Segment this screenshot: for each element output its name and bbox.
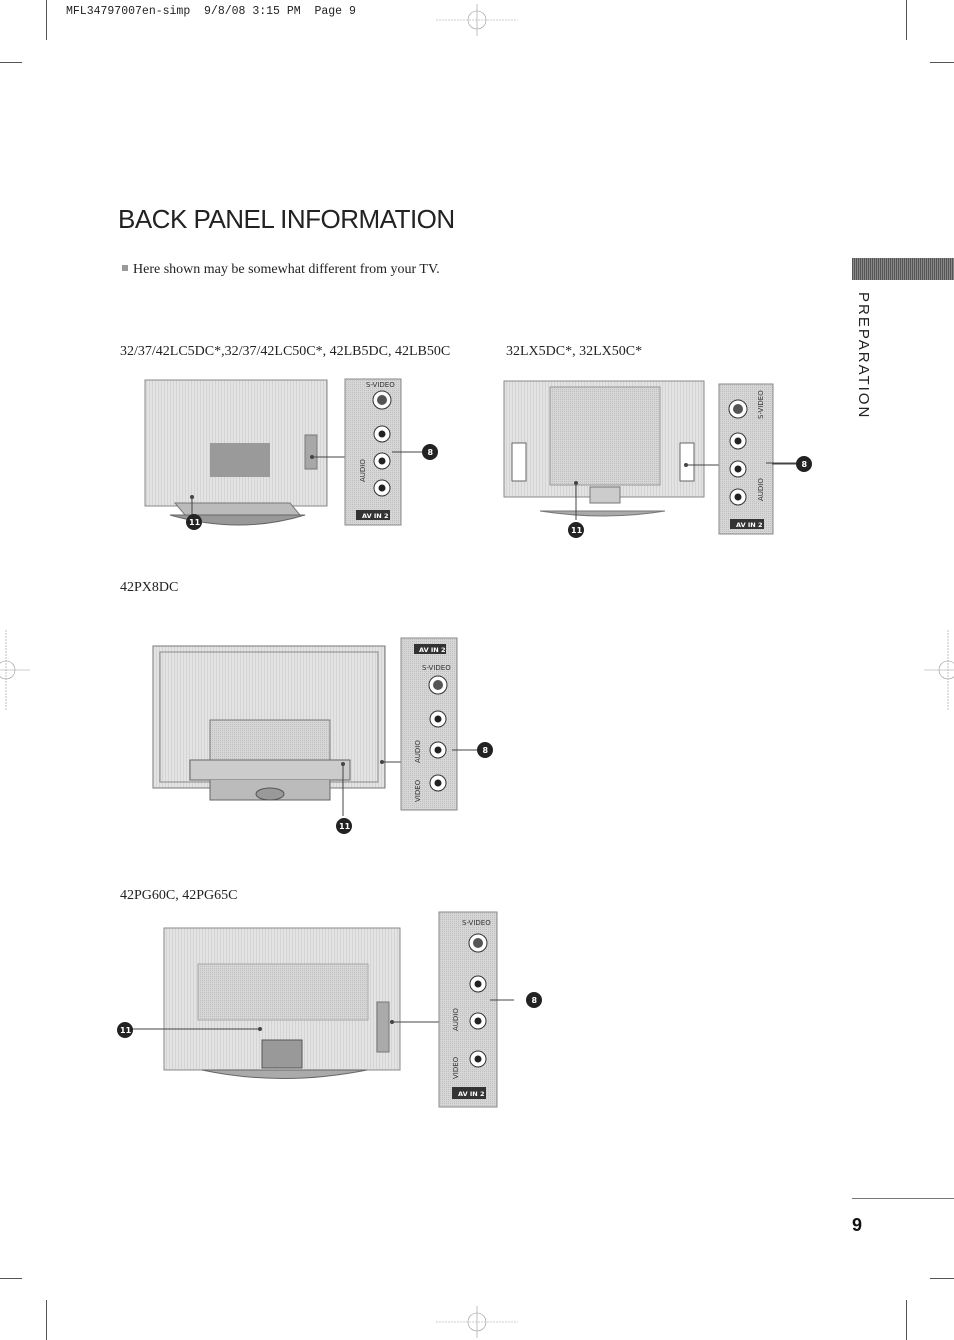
section-tab-label: PREPARATION	[855, 292, 872, 420]
callout-8-fig3: 8	[452, 742, 493, 758]
video-label: VIDEO	[414, 779, 422, 802]
registration-mark-right	[924, 630, 954, 710]
callout-11-text: 11	[189, 518, 201, 527]
av-in-label: AV IN 2	[362, 512, 389, 520]
model-label-1: 32/37/42LC5DC*,32/37/42LC50C*, 42LB5DC, …	[120, 344, 451, 359]
video-label: VIDEO	[452, 1056, 460, 1079]
av-in-label: AV IN 2	[458, 1090, 485, 1098]
av-panel-2	[718, 383, 798, 535]
callout-8-text: 8	[802, 460, 808, 469]
page-number-rule	[852, 1198, 954, 1199]
model-label-4: 42PG60C, 42PG65C	[120, 888, 238, 903]
av-panel-3-labels: AV IN 2 S-VIDEO AUDIO VIDEO	[414, 646, 451, 802]
callout-8-text: 8	[532, 996, 538, 1005]
crop-mark	[906, 0, 907, 40]
registration-mark-left	[0, 630, 30, 710]
tv-back-illustration-3	[152, 645, 402, 816]
av-in-label: AV IN 2	[419, 646, 446, 654]
crop-mark	[0, 62, 22, 63]
callout-8-fig2: 8	[772, 456, 812, 472]
tv-back-illustration-1	[144, 379, 355, 526]
callout-11-text: 11	[339, 822, 351, 831]
tv-back-illustration-4	[132, 927, 440, 1079]
av-panel-4-labels: S-VIDEO AUDIO VIDEO AV IN 2	[452, 919, 491, 1098]
crop-mark	[930, 62, 954, 63]
av-panel-1-labels: S-VIDEO AUDIO AV IN 2	[359, 381, 395, 520]
svideo-label: S-VIDEO	[422, 664, 451, 672]
crop-mark	[0, 1278, 22, 1279]
crop-mark	[906, 1300, 907, 1340]
page-title: BACK PANEL INFORMATION	[118, 204, 455, 234]
crop-mark	[930, 1278, 954, 1279]
model-label-2: 32LX5DC*, 32LX50C*	[506, 344, 643, 359]
registration-mark-top	[436, 4, 518, 36]
audio-label: AUDIO	[452, 1008, 460, 1031]
callout-8-text: 8	[428, 448, 434, 457]
callout-8-fig1: 8	[400, 444, 438, 460]
tv-back-illustration-2	[503, 380, 724, 520]
crop-mark	[46, 1300, 47, 1340]
note-text: Here shown may be somewhat different fro…	[133, 262, 440, 277]
audio-label: AUDIO	[414, 740, 422, 763]
print-header: MFL34797007en-simp 9/8/08 3:15 PM Page 9	[66, 5, 356, 18]
av-panel-2-labels: S-VIDEO AUDIO AV IN 2	[736, 390, 765, 529]
callout-11-fig3: 11	[336, 818, 352, 834]
svideo-label: S-VIDEO	[366, 381, 395, 389]
audio-label: AUDIO	[757, 478, 765, 501]
bullet-square-icon	[122, 265, 128, 271]
model-label-3: 42PX8DC	[120, 580, 179, 595]
av-panel-4	[438, 911, 514, 1108]
av-panel-3	[400, 637, 458, 811]
section-tab-bar	[852, 258, 954, 280]
callout-11-fig1: 11	[186, 514, 202, 530]
svideo-label: S-VIDEO	[462, 919, 491, 927]
callout-11-fig4: 11	[117, 1022, 133, 1038]
callout-11-text: 11	[120, 1026, 132, 1035]
callout-8-fig4: 8	[526, 992, 542, 1008]
crop-mark	[46, 0, 47, 40]
audio-label: AUDIO	[359, 459, 367, 482]
callout-11-fig2: 11	[568, 522, 584, 538]
callout-11-text: 11	[571, 526, 583, 535]
note: Here shown may be somewhat different fro…	[122, 262, 440, 278]
page-number: 9	[852, 1215, 863, 1235]
callout-8-text: 8	[483, 746, 489, 755]
av-in-label: AV IN 2	[736, 521, 763, 529]
registration-mark-bottom	[436, 1306, 518, 1338]
svideo-label: S-VIDEO	[757, 390, 765, 419]
av-panel-1	[344, 378, 424, 526]
